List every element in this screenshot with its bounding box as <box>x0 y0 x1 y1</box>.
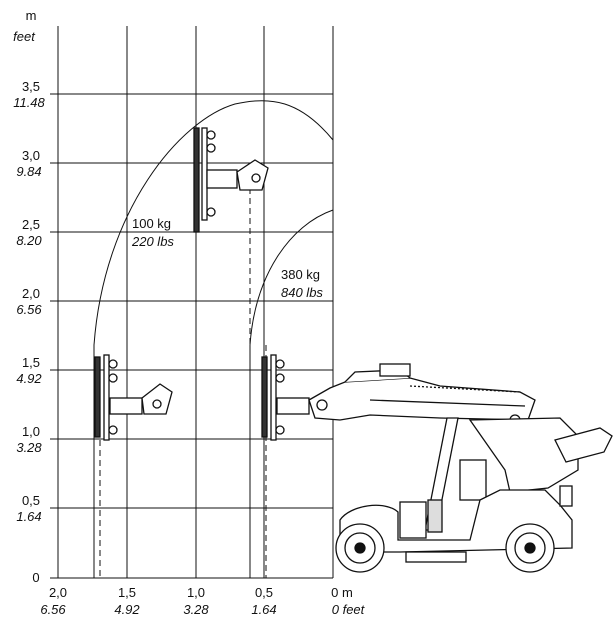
x-tick-1-0: 1,0 <box>187 585 205 600</box>
battery-box <box>399 501 427 539</box>
x-tick-2-0-ft: 6.56 <box>40 602 66 617</box>
x-tick-0: 0 m <box>331 585 353 600</box>
y-tick-2-0: 2,0 <box>22 286 40 301</box>
x-tick-1-5-ft: 4.92 <box>114 602 140 617</box>
dashed-guides <box>99 126 333 578</box>
suction-plate <box>261 356 268 438</box>
turret-body <box>468 417 579 493</box>
boom-box <box>379 363 411 377</box>
frame-bar <box>201 127 208 221</box>
y-tick-3-5: 3,5 <box>22 79 40 94</box>
mini-crane-vehicle <box>308 363 613 573</box>
y-tick-1-5: 1,5 <box>22 355 40 370</box>
suction-cup <box>108 373 118 383</box>
head-bracket <box>206 169 238 189</box>
brand-plate <box>554 427 613 463</box>
y-tick-1-0: 1,0 <box>22 424 40 439</box>
hydraulic-block <box>459 459 487 501</box>
lifter-head-right <box>261 354 310 441</box>
y-tick-0: 0 <box>32 570 39 585</box>
front-wheel-hub <box>354 542 366 554</box>
y-tick-2-5: 2,5 <box>22 217 40 232</box>
pivot-pin <box>251 173 261 183</box>
envelope-100kg-curve <box>93 100 334 578</box>
lifter-head-upper <box>193 127 269 233</box>
y-unit-metric: m <box>26 8 37 23</box>
boom-rail <box>369 399 526 407</box>
capacity-labels: 100 kg 220 lbs 380 kg 840 lbs <box>131 216 323 300</box>
x-tick-0-5-ft: 1.64 <box>251 602 276 617</box>
cylinder-base <box>427 499 443 533</box>
x-tick-0-5: 0,5 <box>255 585 273 600</box>
y-tick-0-5: 0,5 <box>22 493 40 508</box>
suction-cup <box>206 207 216 217</box>
control-handle <box>559 485 573 507</box>
boom-pivot <box>316 399 328 411</box>
y-tick-3-0-ft: 9.84 <box>16 164 41 179</box>
reach-envelopes <box>93 100 334 578</box>
grid <box>50 26 334 579</box>
head-joint <box>141 383 173 415</box>
y-tick-3-0: 3,0 <box>22 148 40 163</box>
pivot-pin <box>152 399 162 409</box>
capacity-380-lbs: 840 lbs <box>281 285 323 300</box>
capacity-100-kg: 100 kg <box>132 216 171 231</box>
rear-wheel-hub <box>524 542 536 554</box>
capacity-100-lbs: 220 lbs <box>131 234 174 249</box>
x-tick-0-ft: 0 feet <box>332 602 366 617</box>
suction-plate <box>193 127 200 233</box>
x-tick-2-0: 2,0 <box>49 585 67 600</box>
y-tick-1-0-ft: 3.28 <box>16 440 42 455</box>
frame-bar <box>270 354 277 441</box>
y-tick-3-5-ft: 11.48 <box>13 95 45 110</box>
envelope-380kg-curve <box>249 209 334 578</box>
suction-cup <box>275 425 285 435</box>
head-bracket <box>276 397 310 415</box>
x-tick-1-5: 1,5 <box>118 585 136 600</box>
suction-cup <box>275 359 285 369</box>
x-tick-labels: 2,0 6.56 1,5 4.92 1,0 3.28 0,5 1.64 0 m … <box>40 585 365 617</box>
boom-arm <box>308 377 536 421</box>
suction-cup <box>108 425 118 435</box>
crawler-track <box>405 551 467 563</box>
suction-plate <box>94 356 101 438</box>
frame-bar <box>103 354 110 441</box>
y-unit-imperial: feet <box>13 29 36 44</box>
y-tick-labels: 3,5 11.48 3,0 9.84 2,5 8.20 2,0 6.56 1,5… <box>13 79 45 585</box>
head-bracket <box>109 397 143 415</box>
suction-cup <box>108 359 118 369</box>
capacity-380-kg: 380 kg <box>281 267 320 282</box>
lifter-head-left <box>94 354 173 441</box>
y-tick-2-5-ft: 8.20 <box>16 233 42 248</box>
y-tick-1-5-ft: 4.92 <box>16 371 42 386</box>
suction-cup <box>275 373 285 383</box>
suction-cup <box>206 130 216 140</box>
suction-cup <box>206 143 216 153</box>
y-tick-0-5-ft: 1.64 <box>16 509 41 524</box>
x-tick-1-0-ft: 3.28 <box>183 602 209 617</box>
y-tick-2-0-ft: 6.56 <box>16 302 42 317</box>
